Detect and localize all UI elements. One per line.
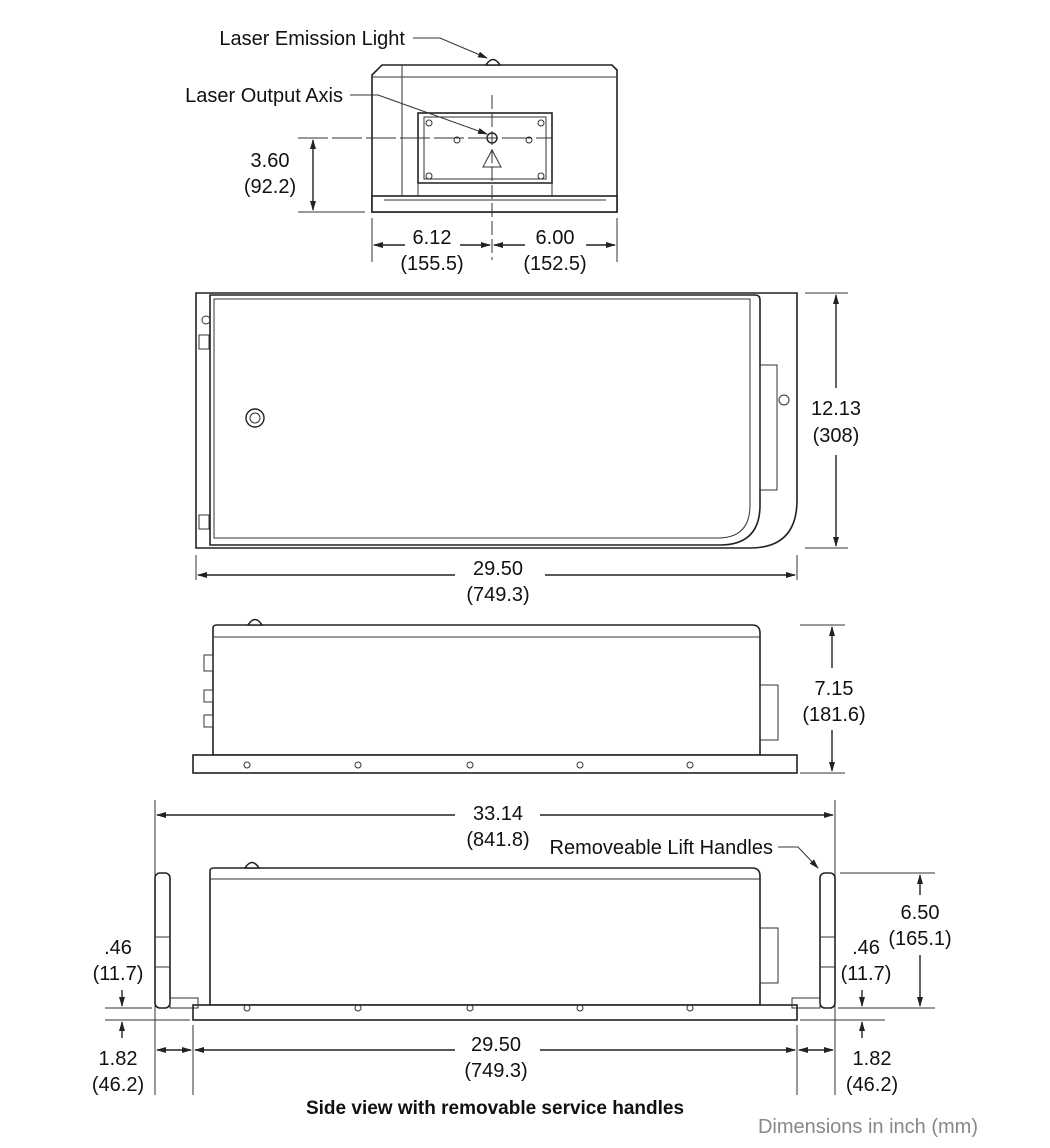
units-note: Dimensions in inch (mm) — [758, 1116, 978, 1138]
dim-front-right-mm: (152.5) — [523, 253, 586, 275]
emission-light-icon-2 — [243, 861, 261, 869]
front-view — [298, 37, 618, 262]
housing-with-handles — [209, 867, 761, 1006]
dim-base-length-inch: 29.50 — [471, 1034, 521, 1056]
dim-front-left-inch: 6.12 — [413, 227, 452, 249]
top-view — [195, 292, 848, 580]
dim-overall-length-mm: (841.8) — [466, 829, 529, 851]
emission-light-top-icon — [245, 408, 265, 428]
dim-front-height-inch: 3.60 — [251, 150, 290, 172]
left-lift-handle — [154, 872, 171, 1009]
dim-top-length-inch: 29.50 — [473, 558, 523, 580]
dim-handle-offset-left-mm: (11.7) — [93, 963, 144, 985]
dim-handle-offset-right-mm: (11.7) — [841, 963, 892, 985]
dim-side-height-mm: (181.6) — [802, 704, 865, 726]
dim-top-length-mm: (749.3) — [466, 584, 529, 606]
top-housing — [209, 294, 761, 546]
dim-front-left-mm: (155.5) — [400, 253, 463, 275]
dim-top-depth-inch: 12.13 — [811, 398, 861, 420]
emission-light-icon — [484, 58, 502, 66]
dim-front-height-mm: (92.2) — [244, 176, 296, 198]
dim-handle-offset-left-inch: .46 — [104, 937, 132, 959]
dim-handle-gap-left-mm: (46.2) — [92, 1074, 144, 1096]
front-base-plate — [371, 195, 618, 213]
dim-side-height-inch: 7.15 — [815, 678, 854, 700]
label-lift-handles: Removeable Lift Handles — [550, 837, 773, 859]
dim-handle-height-mm: (165.1) — [888, 928, 951, 950]
dim-overall-length-inch: 33.14 — [473, 803, 523, 825]
dim-handle-gap-left-inch: 1.82 — [99, 1048, 138, 1070]
side-base-plate — [192, 754, 798, 774]
label-laser-emission-light: Laser Emission Light — [219, 28, 405, 50]
dim-handle-gap-right-mm: (46.2) — [846, 1074, 898, 1096]
side-view — [192, 618, 845, 774]
dim-front-right-inch: 6.00 — [536, 227, 575, 249]
output-window — [417, 112, 553, 184]
side-housing — [212, 624, 761, 756]
emission-light-side-icon — [246, 618, 264, 626]
dim-handle-height-inch: 6.50 — [901, 902, 940, 924]
figure-caption: Side view with removable service handles — [306, 1098, 684, 1119]
side-view-with-handles — [105, 800, 935, 1095]
dim-top-depth-mm: (308) — [813, 425, 860, 447]
dim-base-length-mm: (749.3) — [464, 1060, 527, 1082]
right-lift-handle — [819, 872, 836, 1009]
label-laser-output-axis: Laser Output Axis — [185, 85, 343, 107]
dim-handle-gap-right-inch: 1.82 — [853, 1048, 892, 1070]
dim-handle-offset-right-inch: .46 — [852, 937, 880, 959]
